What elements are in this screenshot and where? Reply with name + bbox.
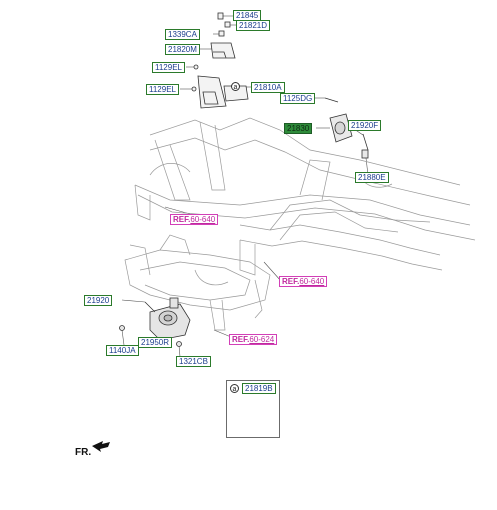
ref-prefix: REF. (282, 277, 300, 286)
label-21830-highlighted[interactable]: 21830 (284, 123, 313, 134)
ref-code: 60-640 (299, 277, 325, 286)
ref-code: 60-624 (249, 335, 275, 344)
lower-subframe (124, 234, 271, 331)
ref-link-60-640-lower[interactable]: REF.60-640 (279, 276, 328, 287)
mount-21950r (119, 297, 191, 347)
label-21819b[interactable]: 21819B (242, 383, 276, 394)
label-1125dg[interactable]: 1125DG (280, 93, 316, 104)
label-21920[interactable]: 21920 (84, 295, 113, 306)
label-21920f[interactable]: 21920F (348, 120, 382, 131)
label-21880e[interactable]: 21880E (355, 172, 389, 183)
detail-header: a 21819B (230, 383, 276, 394)
upper-subframe (134, 117, 476, 276)
label-21820m[interactable]: 21820M (165, 44, 200, 55)
front-arrow-icon (92, 441, 110, 452)
ref-link-60-640-upper[interactable]: REF.60-640 (170, 214, 219, 225)
detail-circle-a: a (230, 384, 239, 393)
label-21950r[interactable]: 21950R (138, 337, 173, 348)
label-21810a[interactable]: 21810A (251, 82, 285, 93)
ref-code: 60-640 (190, 215, 216, 224)
direction-label: FR. (75, 447, 92, 458)
ref-link-60-624[interactable]: REF.60-624 (229, 334, 278, 345)
label-1321cb[interactable]: 1321CB (176, 356, 211, 367)
bracket-assembly-top (191, 12, 339, 109)
mount-21830 (329, 113, 369, 159)
label-1140ja[interactable]: 1140JA (106, 345, 139, 356)
label-1129el-bottom[interactable]: 1129EL (146, 84, 179, 95)
callout-circle-a: a (231, 82, 240, 91)
label-21821d[interactable]: 21821D (236, 20, 271, 31)
ref-prefix: REF. (232, 335, 250, 344)
label-1129el-top[interactable]: 1129EL (152, 62, 185, 73)
ref-prefix: REF. (173, 215, 191, 224)
callout-a: a (231, 76, 240, 94)
label-1339ca[interactable]: 1339CA (165, 29, 200, 40)
